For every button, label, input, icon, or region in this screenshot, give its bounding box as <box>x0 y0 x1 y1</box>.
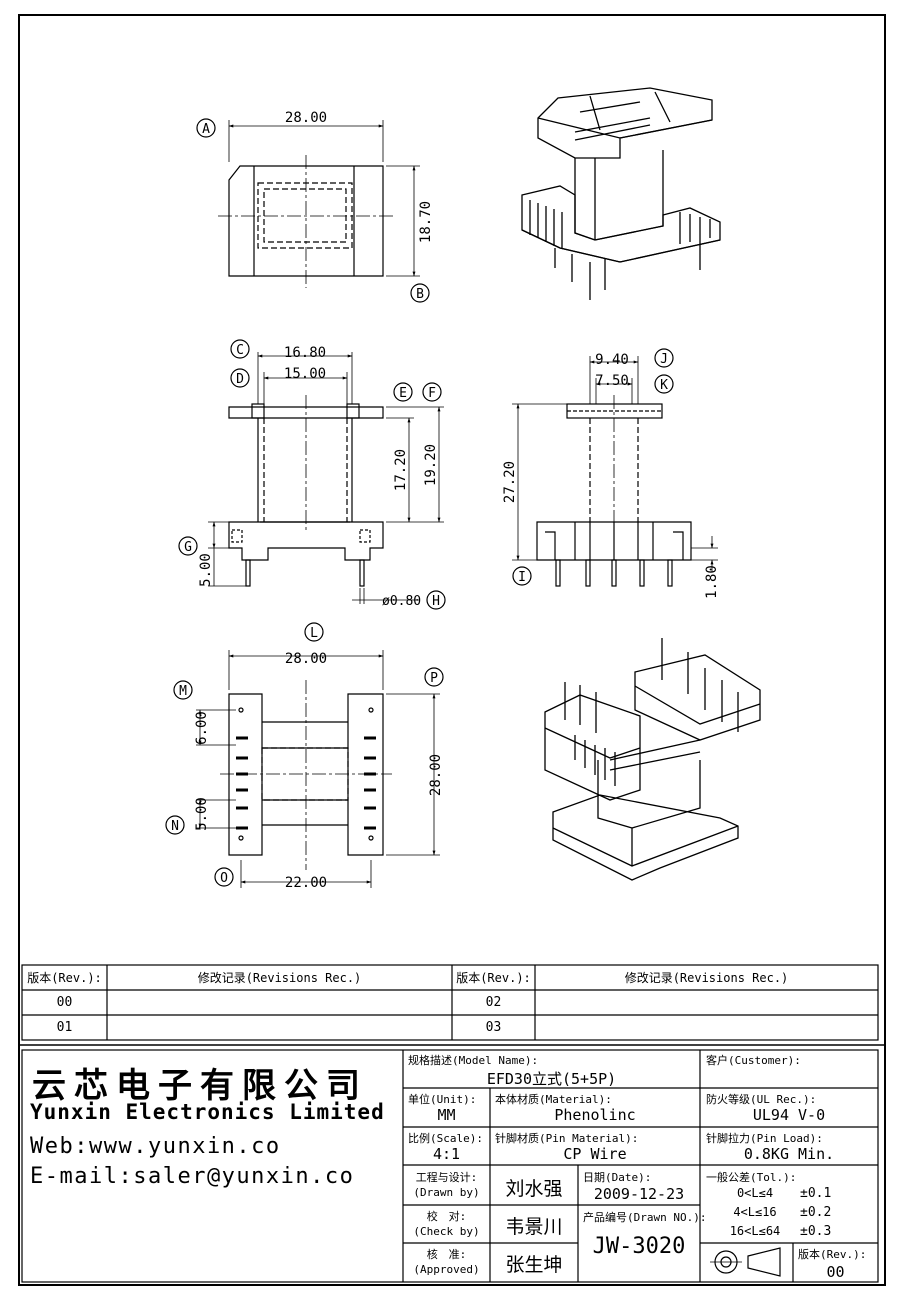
company-name-cn: 云芯电子有限公司 <box>32 1066 368 1106</box>
dim-n-pitch: 5.00 <box>194 797 210 831</box>
rec-header-left: 修改记录(Revisions Rec.) <box>197 971 362 985</box>
callout-e: E <box>399 386 407 401</box>
drawn-no-label: 产品编号(Drawn NO.): <box>583 1211 707 1224</box>
callout-p: P <box>430 671 438 686</box>
dim-ef-outer: 19.20 <box>423 444 439 486</box>
rev-row-02: 02 <box>485 995 502 1010</box>
scale-label: 比例(Scale): <box>408 1132 483 1145</box>
dim-m-pitch: 6.00 <box>194 711 210 745</box>
dim-i-small: 1.80 <box>704 565 720 599</box>
dim-p-height: 28.00 <box>428 754 444 796</box>
rev-header-right: 版本(Rev.): <box>456 971 531 985</box>
dim-ef-inner: 17.20 <box>393 449 409 491</box>
rev-row-01: 01 <box>56 1020 73 1035</box>
bottom-view <box>165 622 444 888</box>
callout-h: H <box>432 594 440 609</box>
pin-material-label: 针脚材质(Pin Material): <box>495 1132 639 1145</box>
company-name-en: Yunxin Electronics Limited <box>30 1100 385 1124</box>
pin-material-value: CP Wire <box>563 1145 627 1163</box>
rev-header-left: 版本(Rev.): <box>27 971 102 985</box>
date-value: 2009-12-23 <box>593 1185 685 1203</box>
pin-load-value: 0.8KG Min. <box>743 1145 835 1163</box>
tolerance-range-0: 0<L≤4 <box>736 1186 774 1200</box>
side-view <box>512 348 718 587</box>
callout-b: B <box>416 287 424 302</box>
drawn-label-en: (Drawn by) <box>413 1186 480 1199</box>
callout-c: C <box>236 343 244 358</box>
drawn-by-value: 刘水强 <box>505 1178 563 1200</box>
dim-h-dia: ø0.80 <box>382 594 421 609</box>
scale-value: 4:1 <box>432 1145 461 1163</box>
date-label: 日期(Date): <box>583 1171 652 1184</box>
callout-d: D <box>236 372 244 387</box>
callout-a: A <box>202 122 210 137</box>
company-email: E-mail:saler@yunxin.co <box>30 1164 355 1189</box>
callout-g: G <box>184 540 192 555</box>
iso-view-bottom <box>544 638 761 881</box>
rev-row-00: 00 <box>56 995 73 1010</box>
callout-n: N <box>171 819 179 834</box>
callout-l: L <box>310 626 318 641</box>
dim-g-pin: 5.00 <box>198 553 214 587</box>
approved-label-en: (Approved) <box>413 1263 480 1276</box>
tolerance-label: 一般公差(Tol.): <box>706 1171 797 1184</box>
projection-symbol-icon <box>710 1247 781 1277</box>
dim-j-width: 9.40 <box>595 352 629 368</box>
top-view <box>196 118 430 303</box>
callout-m: M <box>179 684 187 699</box>
unit-value: MM <box>437 1106 456 1124</box>
dim-i-height: 27.20 <box>502 461 518 503</box>
company-web: Web:www.yunxin.co <box>30 1134 281 1159</box>
check-by-value: 韦景川 <box>505 1216 563 1238</box>
rev-label: 版本(Rev.): <box>798 1248 867 1261</box>
callout-o: O <box>220 871 228 886</box>
rec-header-right: 修改记录(Revisions Rec.) <box>624 971 789 985</box>
tolerance-value-0: ±0.1 <box>800 1186 832 1201</box>
revision-table <box>21 964 879 1041</box>
check-label-cn: 校 对: <box>426 1210 467 1223</box>
approved-label-cn: 核 准: <box>426 1248 467 1261</box>
rev-row-03: 03 <box>485 1020 502 1035</box>
callout-j: J <box>660 352 668 367</box>
material-value: Phenolinc <box>554 1106 636 1124</box>
title-block-grid <box>21 1049 879 1283</box>
tolerance-range-1: 4<L≤16 <box>733 1205 777 1219</box>
tolerance-range-2: 16<L≤64 <box>729 1224 781 1238</box>
dim-a-width: 28.00 <box>285 110 327 126</box>
iso-view-top <box>521 87 721 300</box>
callout-k: K <box>660 378 668 393</box>
callout-i: I <box>518 570 526 585</box>
dim-k-width: 7.50 <box>595 373 629 389</box>
approved-by-value: 张生坤 <box>505 1254 563 1276</box>
material-label: 本体材质(Material): <box>495 1093 612 1106</box>
unit-label: 单位(Unit): <box>408 1093 477 1106</box>
tolerance-value-1: ±0.2 <box>800 1205 832 1220</box>
model-value: EFD30立式(5+5P) <box>486 1070 617 1088</box>
front-view <box>178 339 446 610</box>
check-label-en: (Check by) <box>413 1225 480 1238</box>
drawn-label-cn: 工程与设计: <box>415 1171 478 1184</box>
sheet-border <box>18 14 886 1286</box>
tolerance-value-2: ±0.3 <box>800 1224 832 1239</box>
dim-c-width: 16.80 <box>284 345 326 361</box>
pin-load-label: 针脚拉力(Pin Load): <box>706 1132 823 1145</box>
drawn-no-value: JW-3020 <box>592 1234 686 1259</box>
customer-label: 客户(Customer): <box>706 1054 801 1067</box>
dim-l-width: 28.00 <box>285 651 327 667</box>
ul-value: UL94 V-0 <box>752 1106 826 1124</box>
dim-d-width: 15.00 <box>284 366 326 382</box>
model-label: 规格描述(Model Name): <box>408 1054 539 1067</box>
dim-b-height: 18.70 <box>418 201 434 243</box>
callout-f: F <box>428 386 436 401</box>
rev-value: 00 <box>826 1263 845 1281</box>
ul-label: 防火等级(UL Rec.): <box>706 1093 817 1106</box>
dim-o-width: 22.00 <box>285 875 327 891</box>
